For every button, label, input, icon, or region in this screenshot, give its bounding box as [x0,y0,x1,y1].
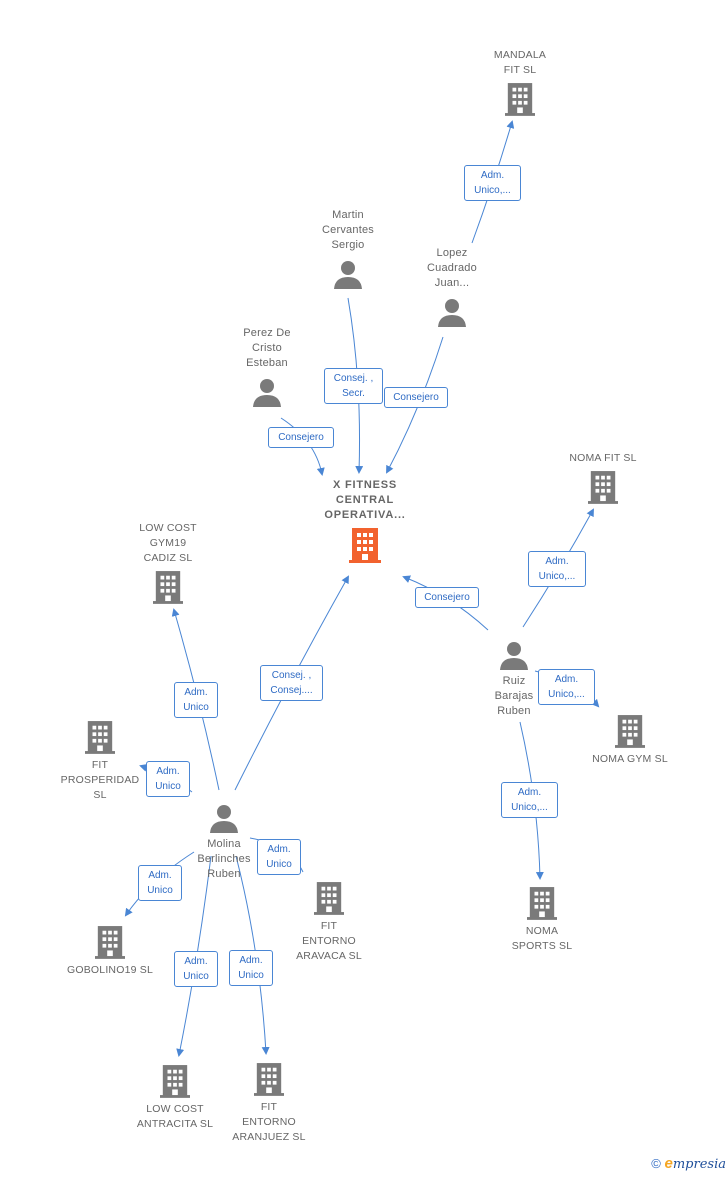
node-fit-aranjuez[interactable]: FIT ENTORNO ARANJUEZ SL [214,1062,324,1145]
person-icon [500,642,528,670]
node-mandala-fit[interactable]: MANDALA FIT SL [470,48,570,116]
node-label: Lopez Cuadrado Juan... [427,247,477,289]
node-label: Perez De Cristo Esteban [243,327,291,369]
node-label: FIT PROSPERIDAD SL [60,759,140,801]
brand-logo-e: e [664,1155,673,1172]
edge-label-ruiz-nomasports[interactable]: Adm. Unico,... [501,782,558,818]
person-icon [210,805,238,833]
node-label: FIT ENTORNO ARAVACA SL [296,920,362,962]
building-icon [349,528,381,563]
edge-label-molina-prosperidad[interactable]: Adm. Unico [146,761,190,797]
node-label: Molina Berlinches Ruben [197,838,251,880]
edge-label-ruiz-nomafit[interactable]: Adm. Unico,... [528,551,586,587]
person-icon [438,299,466,327]
edge-label-perez-x[interactable]: Consejero [268,427,334,448]
building-icon [505,83,535,116]
edge-label-martin-x[interactable]: Consej. , Secr. [324,368,383,404]
node-label: FIT ENTORNO ARANJUEZ SL [232,1101,306,1143]
node-label: LOW COST ANTRACITA SL [136,1103,214,1130]
node-noma-fit[interactable]: NOMA FIT SL [548,451,658,504]
edge-label-molina-aravaca[interactable]: Adm. Unico [257,839,301,875]
node-noma-gym[interactable]: NOMA GYM SL [575,714,685,767]
person-icon [253,379,281,407]
edge-label-ruiz-x[interactable]: Consejero [415,587,479,608]
node-noma-sports[interactable]: NOMA SPORTS SL [492,886,592,954]
node-ruiz-barajas[interactable]: Ruiz Barajas Ruben [472,640,556,719]
node-low-cost-antracita[interactable]: LOW COST ANTRACITA SL [120,1064,230,1132]
node-fit-prosperidad[interactable]: FIT PROSPERIDAD SL [50,720,150,803]
node-label: X FITNESS CENTRAL OPERATIVA... [324,479,406,521]
node-x-fitness[interactable]: X FITNESS CENTRAL OPERATIVA... [305,478,425,563]
building-icon [153,571,183,604]
node-fit-aravaca[interactable]: FIT ENTORNO ARAVACA SL [274,881,384,964]
edge-label-molina-cadiz[interactable]: Adm. Unico [174,682,218,718]
copyright-symbol: © [651,1156,661,1171]
edge-label-lopez-x[interactable]: Consejero [384,387,448,408]
edge-label-molina-gobolino[interactable]: Adm. Unico [138,865,182,901]
building-icon [254,1063,284,1096]
node-perez-de-cristo[interactable]: Perez De Cristo Esteban [225,326,309,407]
node-label: Ruiz Barajas Ruben [494,675,534,717]
brand-footer: © empresia [651,1155,726,1172]
building-icon [588,471,618,504]
building-icon [615,715,645,748]
node-lopez-cuadrado[interactable]: Lopez Cuadrado Juan... [410,246,494,327]
node-label: LOW COST GYM19 CADIZ SL [139,522,197,564]
building-icon [527,887,557,920]
node-label: Martin Cervantes Sergio [322,209,374,251]
node-martin-cervantes[interactable]: Martin Cervantes Sergio [306,208,390,289]
node-molina-berlinches[interactable]: Molina Berlinches Ruben [182,803,266,882]
edge-label-molina-antracita[interactable]: Adm. Unico [174,951,218,987]
building-icon [314,882,344,915]
node-label: GOBOLINO19 SL [66,964,154,976]
node-label: NOMA SPORTS SL [511,925,573,952]
person-icon [334,261,362,289]
node-label: MANDALA FIT SL [493,49,547,76]
node-label: NOMA FIT SL [569,452,637,464]
edge-label-lopez-mandala[interactable]: Adm. Unico,... [464,165,521,201]
building-icon [160,1065,190,1098]
building-icon [95,926,125,959]
brand-logo-text: mpresia [672,1157,726,1172]
edge-label-ruiz-nomagym[interactable]: Adm. Unico,... [538,669,595,705]
node-label: NOMA GYM SL [592,753,668,765]
node-gobolino19[interactable]: GOBOLINO19 SL [50,925,170,978]
node-low-cost-cadiz[interactable]: LOW COST GYM19 CADIZ SL [118,521,218,604]
edge-label-molina-aranjuez[interactable]: Adm. Unico [229,950,273,986]
building-icon [85,721,115,754]
edge-label-molina-x[interactable]: Consej. , Consej.... [260,665,323,701]
